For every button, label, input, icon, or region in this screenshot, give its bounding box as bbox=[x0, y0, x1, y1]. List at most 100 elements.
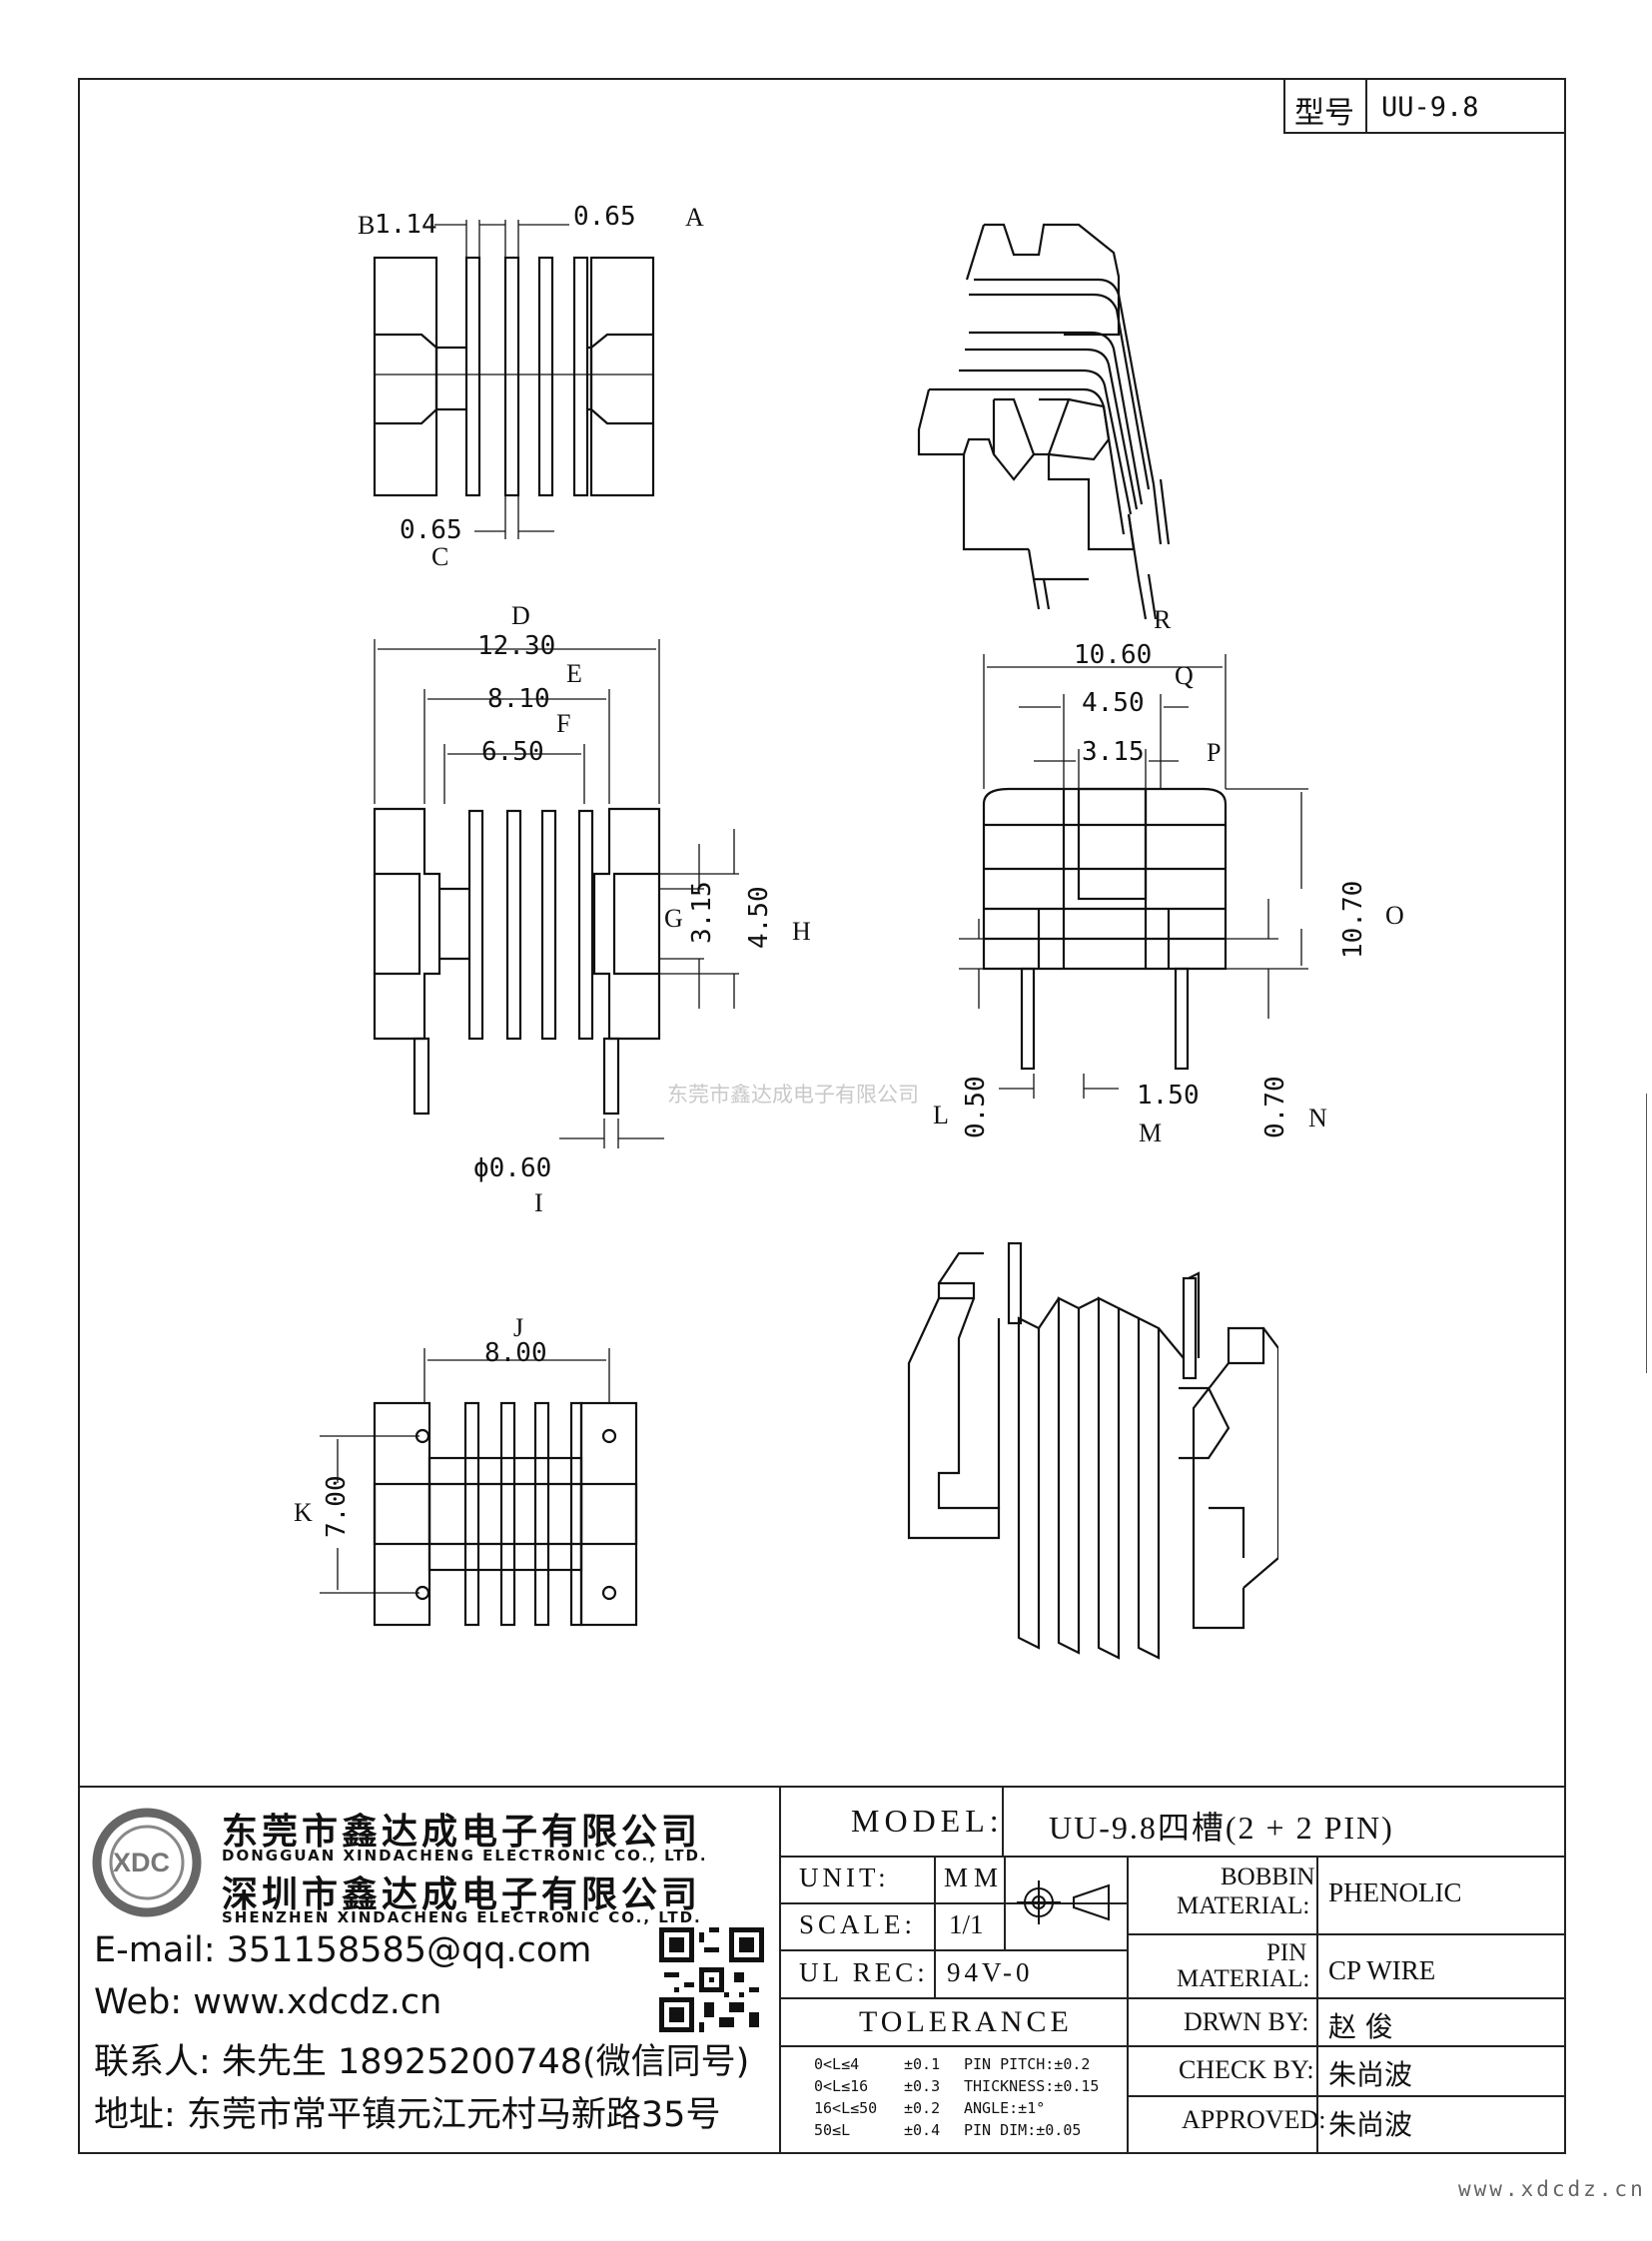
pin-label-1: PIN bbox=[1266, 1939, 1307, 1966]
iso-view-bottom bbox=[907, 1241, 1278, 1660]
dim-value-O: 10.70 bbox=[1338, 880, 1368, 959]
watermark: 东莞市鑫达成电子有限公司 bbox=[667, 1083, 919, 1107]
dim-label-Q: Q bbox=[1175, 661, 1194, 690]
company-address: 地址: 东莞市常平镇元江元村马新路35号 bbox=[94, 2095, 721, 2135]
dim-label-M: M bbox=[1139, 1119, 1163, 1147]
type-value: UU-9.8 bbox=[1381, 92, 1479, 123]
dim-label-C: C bbox=[431, 542, 449, 571]
ul-row-line bbox=[779, 1997, 1566, 1999]
type-box bbox=[1283, 78, 1566, 134]
dim-label-G: G bbox=[664, 904, 683, 933]
company-contact: 联系人: 朱先生 18925200748(微信同号) bbox=[94, 2042, 750, 2082]
pin-label-2: MATERIAL: bbox=[1177, 1965, 1310, 1992]
projection-symbol bbox=[1017, 1880, 1110, 1924]
dim-value-M: 1.50 bbox=[1137, 1081, 1200, 1111]
dim-label-P: P bbox=[1207, 738, 1222, 767]
dim-value-H: 4.50 bbox=[744, 886, 774, 949]
unit-row-line bbox=[779, 1902, 1127, 1904]
scale-label: SCALE: bbox=[799, 1909, 917, 1939]
dim-value-J: 8.00 bbox=[484, 1338, 547, 1368]
top-view-right-flange bbox=[589, 256, 655, 497]
dim-value-R: 10.60 bbox=[1074, 640, 1153, 670]
dim-label-F: F bbox=[556, 709, 571, 738]
company-logo bbox=[92, 1808, 202, 1917]
tol-value: ±0.3 bbox=[904, 2077, 941, 2095]
logo-text: XDC bbox=[113, 1848, 171, 1877]
top-view-left-flange bbox=[373, 256, 438, 497]
tolerance-label: TOLERANCE bbox=[859, 2005, 1073, 2038]
dim-label-D: D bbox=[511, 601, 530, 630]
bobbin-label-2: MATERIAL: bbox=[1177, 1892, 1310, 1919]
unit-col-divider bbox=[934, 1856, 936, 1997]
tol-range: 0<L≤4 bbox=[814, 2055, 860, 2073]
unit-value: MM bbox=[944, 1863, 1005, 1892]
dim-label-L: L bbox=[933, 1101, 949, 1129]
tol-value: ±0.1 bbox=[904, 2055, 941, 2073]
dim-label-K: K bbox=[294, 1498, 313, 1527]
dim-value-I: ϕ0.60 bbox=[473, 1153, 552, 1183]
front-view bbox=[373, 639, 739, 1148]
dim-value-P: 3.15 bbox=[1082, 737, 1145, 767]
company-en-2: SHENZHEN XINDACHENG ELECTRONIC CO., LTD. bbox=[222, 1908, 702, 1926]
bobbin-label-1: BOBBIN bbox=[1221, 1864, 1315, 1890]
ul-value: 94V-0 bbox=[947, 1957, 1034, 1987]
model-value: UU-9.8四槽(2 + 2 PIN) bbox=[1049, 1810, 1394, 1846]
tol-range: 16<L≤50 bbox=[814, 2099, 878, 2117]
company-en-1: DONGGUAN XINDACHENG ELECTRONIC CO., LTD. bbox=[222, 1847, 708, 1865]
dim-label-E: E bbox=[566, 659, 582, 688]
qr-code bbox=[659, 1927, 764, 2032]
type-label: 型号 bbox=[1294, 96, 1354, 131]
dim-value-A: 0.65 bbox=[573, 202, 636, 232]
drawn-label: DRWN BY: bbox=[1184, 2007, 1309, 2036]
dim-label-O: O bbox=[1385, 901, 1404, 930]
model-divider bbox=[1002, 1786, 1004, 1856]
side-view bbox=[959, 654, 1308, 1099]
dim-label-A: A bbox=[685, 203, 704, 232]
right-edge-mark bbox=[1646, 1094, 1647, 1373]
bobbin-row-line bbox=[1127, 1933, 1566, 1935]
model-label: MODEL: bbox=[851, 1803, 1004, 1839]
dim-value-L: 0.50 bbox=[961, 1076, 991, 1138]
company-web[interactable]: Web: www.xdcdz.cn bbox=[94, 1982, 442, 2022]
label-col-divider bbox=[1316, 1856, 1318, 2154]
dim-value-F: 6.50 bbox=[481, 737, 544, 767]
title-block-divider bbox=[779, 1786, 781, 2154]
dim-value-E: 8.10 bbox=[487, 684, 550, 714]
title-block-top-line bbox=[78, 1786, 1566, 1788]
dim-label-B: B bbox=[358, 211, 376, 240]
company-name-2: 深圳市鑫达成电子有限公司 bbox=[222, 1874, 702, 1915]
footer-url[interactable]: www.xdcdz.cn bbox=[1458, 2177, 1646, 2201]
scale-value: 1/1 bbox=[949, 1909, 984, 1939]
approved-value: 朱尚波 bbox=[1328, 2108, 1413, 2141]
dim-label-H: H bbox=[792, 917, 811, 946]
tol-spec: THICKNESS:±0.15 bbox=[964, 2077, 1100, 2095]
unit-col-divider-2 bbox=[1004, 1856, 1006, 1949]
check-row-line bbox=[1127, 2095, 1566, 2097]
dim-value-D: 12.30 bbox=[477, 631, 556, 661]
dim-label-I: I bbox=[534, 1188, 543, 1217]
company-email[interactable]: E-mail: 351158585@qq.com bbox=[94, 1930, 592, 1970]
dim-value-N: 0.70 bbox=[1260, 1076, 1290, 1138]
iso-view-top bbox=[917, 223, 1171, 620]
tol-range: 50≤L bbox=[814, 2121, 851, 2139]
type-box-divider bbox=[1365, 78, 1367, 134]
check-label: CHECK BY: bbox=[1179, 2055, 1314, 2084]
scale-row-line bbox=[779, 1949, 1127, 1951]
unit-label: UNIT: bbox=[799, 1863, 890, 1892]
dim-value-B: 1.14 bbox=[375, 210, 437, 240]
model-row-line bbox=[779, 1856, 1566, 1858]
tol-value: ±0.2 bbox=[904, 2099, 941, 2117]
dim-value-K: 7.00 bbox=[322, 1475, 352, 1538]
dim-value-G: 3.15 bbox=[687, 881, 717, 944]
drawn-value: 赵 俊 bbox=[1328, 2010, 1393, 2043]
mid-col-divider bbox=[1127, 1856, 1129, 2154]
bottom-view bbox=[320, 1348, 638, 1627]
drawing-frame bbox=[78, 78, 1566, 2154]
check-value: 朱尚波 bbox=[1328, 2058, 1413, 2091]
company-name-1: 东莞市鑫达成电子有限公司 bbox=[222, 1812, 702, 1853]
bobbin-value: PHENOLIC bbox=[1328, 1877, 1462, 1907]
approved-label: APPROVED: bbox=[1182, 2105, 1326, 2134]
tol-spec: PIN PITCH:±0.2 bbox=[964, 2055, 1091, 2073]
pin-value: CP WIRE bbox=[1328, 1955, 1436, 1985]
tol-spec: PIN DIM:±0.05 bbox=[964, 2121, 1082, 2139]
